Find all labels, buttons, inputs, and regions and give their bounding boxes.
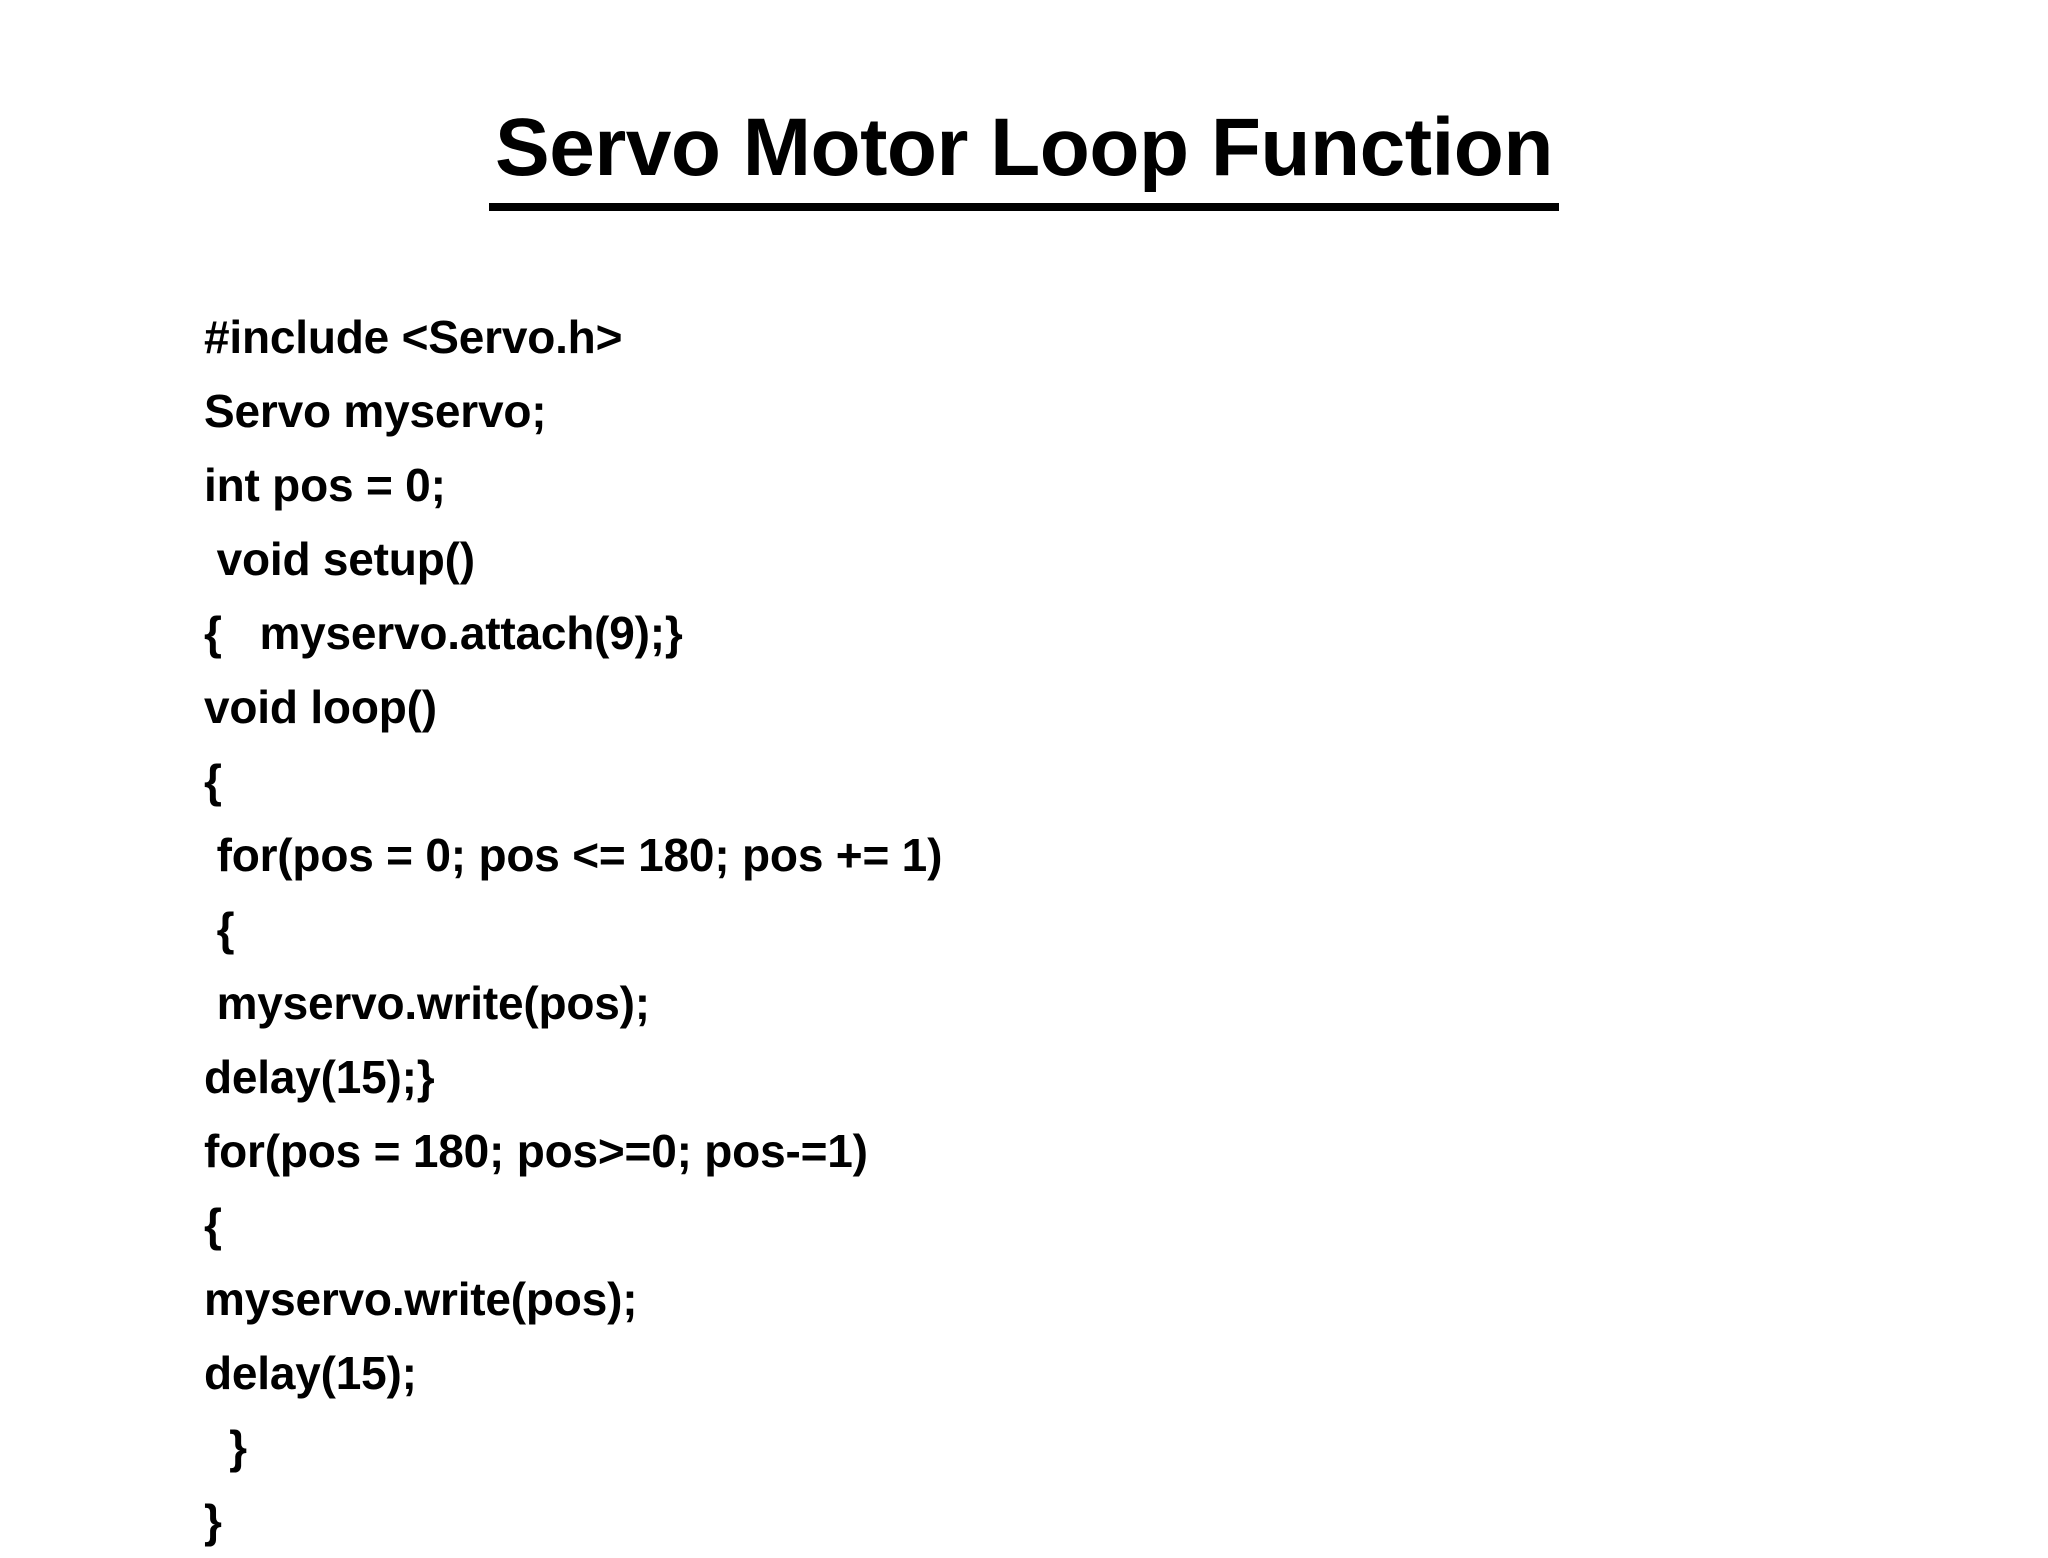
code-line: delay(15); bbox=[204, 1347, 417, 1399]
code-line: { bbox=[204, 903, 235, 955]
title-block: Servo Motor Loop Function bbox=[0, 103, 2048, 211]
code-line: myservo.write(pos); bbox=[204, 977, 651, 1029]
code-line: } bbox=[204, 1421, 247, 1473]
code-line: { bbox=[204, 755, 222, 807]
code-line: void loop() bbox=[204, 681, 437, 733]
code-line: for(pos = 0; pos <= 180; pos += 1) bbox=[204, 829, 943, 881]
code-line: } bbox=[204, 1495, 222, 1547]
page-title: Servo Motor Loop Function bbox=[489, 103, 1559, 211]
code-line: delay(15);} bbox=[204, 1051, 435, 1103]
code-line: Servo myservo; bbox=[204, 385, 547, 437]
code-line: int pos = 0; bbox=[204, 459, 446, 511]
code-line: myservo.write(pos); bbox=[204, 1273, 638, 1325]
code-line: #include <Servo.h> bbox=[204, 311, 623, 363]
code-line: void setup() bbox=[204, 533, 475, 585]
code-line: for(pos = 180; pos>=0; pos-=1) bbox=[204, 1125, 868, 1177]
code-line: { myservo.attach(9);} bbox=[204, 607, 683, 659]
code-line: { bbox=[204, 1199, 222, 1251]
code-block: #include <Servo.h> Servo myservo; int po… bbox=[204, 300, 1904, 1558]
